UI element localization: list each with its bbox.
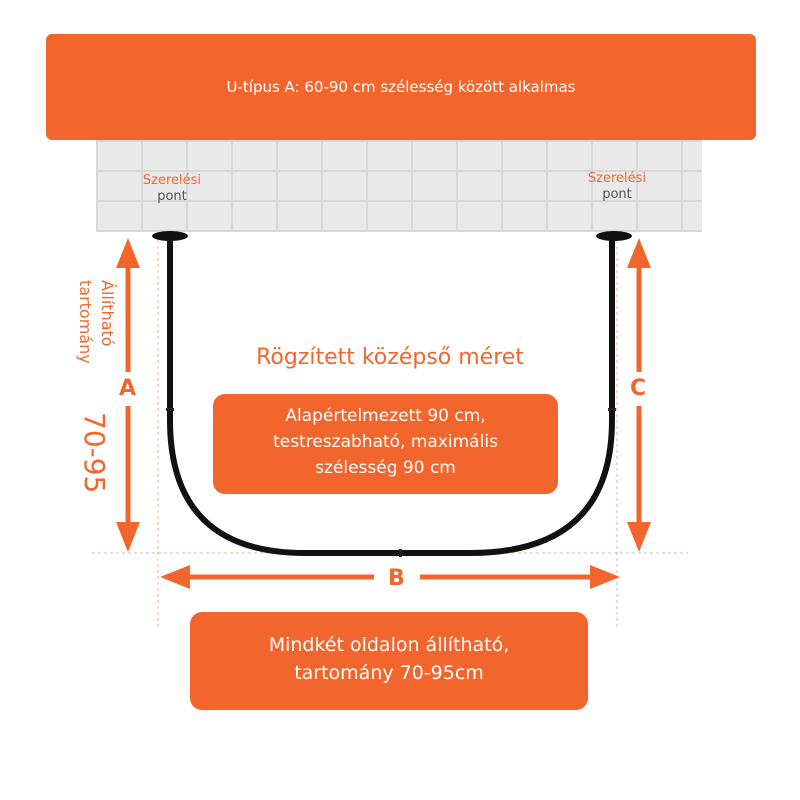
rod-joint (399, 549, 402, 557)
rod-joint (608, 408, 616, 411)
rod-joint (166, 408, 174, 411)
dimension-b-label: B (388, 566, 405, 591)
mount-point-left-line1: Szerelési (142, 173, 202, 188)
banner-title: U-típus A: 60-90 cm szélesség között alk… (226, 78, 576, 96)
adjustable-range-label-line2: tartomány (76, 280, 95, 364)
default-size-box: Alapértelmezett 90 cm, testreszabható, m… (213, 394, 558, 494)
adjustable-range-label-line1: Állítható (98, 280, 117, 347)
arrow-c-head-top (627, 238, 651, 268)
default-size-line2: testreszabható, maximális (273, 432, 498, 452)
arrow-b-head-left (160, 565, 190, 589)
dimension-c-label: C (630, 376, 647, 401)
adjustable-note-line2: tartomány 70-95cm (294, 662, 484, 684)
mount-flange-right (596, 231, 632, 241)
fixed-middle-size-title: Rögzített középső méret (256, 345, 524, 370)
arrow-a-head-top (116, 238, 140, 268)
default-size-line3: szélesség 90 cm (315, 458, 456, 478)
dimension-a-label: A (119, 376, 137, 401)
mount-flange-left (152, 231, 188, 241)
default-size-line1: Alapértelmezett 90 cm, (285, 406, 486, 426)
arrow-c-head-bottom (627, 522, 651, 552)
adjustable-note-box: Mindkét oldalon állítható, tartomány 70-… (190, 612, 588, 710)
mount-point-left-label: Szerelési pont (132, 173, 212, 205)
arrow-a-head-bottom (116, 522, 140, 552)
mount-point-left-line2: pont (157, 189, 187, 204)
adjustable-range-label: Állítható tartomány (74, 280, 118, 364)
mount-point-right-line1: Szerelési (587, 171, 647, 186)
brick-wall-offset (96, 140, 702, 232)
u-shaped-rod (167, 233, 615, 556)
adjustable-note-line1: Mindkét oldalon állítható, (268, 634, 510, 656)
adjustable-range-value: 70-95 (78, 412, 111, 494)
title-banner: U-típus A: 60-90 cm szélesség között alk… (46, 34, 756, 140)
arrow-b-head-right (590, 565, 620, 589)
mount-point-right-line2: pont (602, 187, 632, 202)
mount-point-right-label: Szerelési pont (577, 171, 657, 203)
